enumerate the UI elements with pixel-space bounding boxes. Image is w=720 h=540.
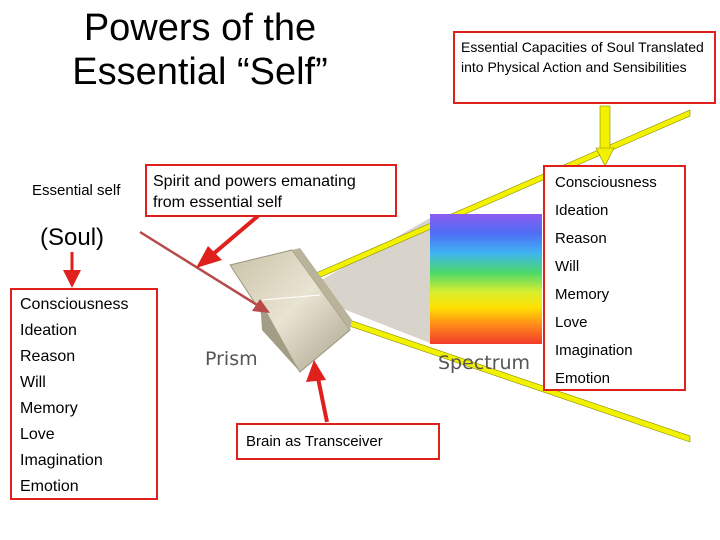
list-item: Memory (555, 286, 610, 303)
title-line-1: Powers of the (83, 7, 317, 49)
spectrum-label: Spectrum (438, 352, 531, 374)
soul-arrowhead (63, 270, 81, 288)
emanation-text: Spirit and powers emanating from essenti… (153, 173, 356, 211)
emanation-arrowhead (252, 299, 270, 313)
brain-arrowhead (306, 360, 326, 382)
prism-label: Prism (205, 348, 258, 370)
title-line-2: Essential “Self” (72, 51, 328, 93)
capacities-list-box: Consciousness Ideation Reason Will Memor… (543, 165, 686, 391)
list-item: Consciousness (555, 174, 657, 191)
brain-text: Brain as Transceiver (246, 433, 383, 450)
brain-box: Brain as Transceiver (236, 423, 440, 460)
list-item: Reason (555, 230, 607, 247)
center-box-arrow-shaft (210, 214, 260, 257)
essential-self-caption: Essential self (32, 182, 121, 199)
brain-arrow-shaft (316, 377, 329, 423)
list-item: Love (555, 314, 588, 331)
list-item: Will (555, 258, 580, 275)
list-item: Will (20, 374, 46, 391)
capacities-text: Essential Capacities of Soul Translated … (461, 39, 704, 75)
center-box-arrowhead (196, 246, 222, 268)
soul-label: (Soul) (40, 224, 105, 251)
list-item: Reason (20, 348, 76, 365)
capacities-box: Essential Capacities of Soul Translated … (453, 31, 716, 104)
emanation-box: Spirit and powers emanating from essenti… (145, 164, 397, 217)
spectrum-block (430, 214, 542, 344)
list-item: Imagination (20, 452, 103, 469)
page-title: Powers of the Essential “Self” (20, 6, 380, 94)
list-item: Imagination (555, 342, 633, 359)
prism-shape (229, 248, 352, 373)
emanation-line (139, 230, 263, 310)
capacities-arrowhead (595, 147, 615, 167)
essential-self-box: Consciousness Ideation Reason Will Memor… (10, 288, 158, 500)
list-item: Ideation (20, 322, 77, 339)
list-item: Memory (20, 400, 78, 417)
light-fan (300, 218, 430, 343)
list-item: Emotion (20, 478, 79, 495)
soul-powers-list: Consciousness Ideation Reason Will Memor… (20, 292, 148, 500)
capacities-arrow-shaft (599, 105, 611, 151)
list-item: Consciousness (20, 296, 129, 313)
list-item: Ideation (555, 202, 609, 219)
list-item: Love (20, 426, 55, 443)
capacities-list: Consciousness Ideation Reason Will Memor… (555, 169, 674, 393)
list-item: Emotion (555, 370, 611, 387)
